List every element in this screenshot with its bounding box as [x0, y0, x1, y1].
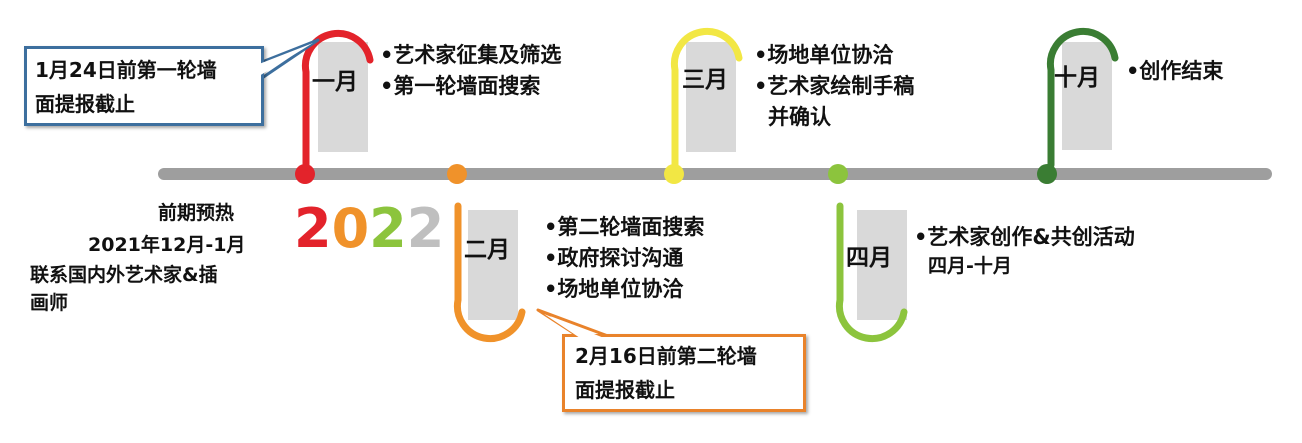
- month-arch-mar: [670, 27, 743, 169]
- preheat-desc-line1: 联系国内外艺术家&插: [30, 264, 218, 286]
- month-label-mar: 三月: [682, 67, 728, 93]
- timeline-bar: [158, 168, 1272, 180]
- timeline-dot-apr: [828, 164, 848, 184]
- month-arch-oct: [1046, 27, 1119, 169]
- month-tab-mar: [686, 42, 736, 152]
- month-tab-feb: [468, 210, 518, 320]
- callout-jan-line2: 面提报截止: [35, 92, 135, 116]
- month-items-oct: •创作结束: [1126, 56, 1223, 87]
- preheat-title: 前期预热: [158, 202, 235, 224]
- callout-jan-line1: 1月24日前第一轮墙: [35, 58, 217, 82]
- preheat-desc-line2: 画师: [30, 292, 69, 314]
- year-digit-3: 2: [369, 197, 407, 260]
- month-arch-jan: [301, 29, 374, 171]
- timeline-dot-mar: [664, 164, 684, 184]
- month-label-oct: 十月: [1054, 65, 1100, 91]
- callout-box-jan: 1月24日前第一轮墙 面提报截止: [24, 46, 264, 126]
- month-tab-apr: [857, 210, 907, 320]
- list-item: •艺术家绘制手稿: [754, 74, 915, 98]
- preheat-dates: 2021年12月-1月: [88, 234, 246, 256]
- list-item: •创作结束: [1126, 59, 1224, 83]
- month-label-jan: 一月: [312, 69, 358, 95]
- list-item: 并确认: [768, 105, 831, 129]
- month-label-apr: 四月: [846, 245, 892, 271]
- month-items-jan: •艺术家征集及筛选 •第一轮墙面搜索: [380, 40, 561, 102]
- month-tab-oct: [1062, 42, 1112, 150]
- month-tab-jan: [318, 42, 368, 152]
- list-item: •场地单位协洽: [754, 43, 894, 67]
- callout-feb-line2: 面提报截止: [575, 378, 675, 402]
- month-items-mar: •场地单位协洽 •艺术家绘制手稿 并确认: [754, 40, 914, 133]
- year-digit-2: 0: [331, 197, 370, 260]
- timeline-dot-feb: [447, 164, 467, 184]
- month-label-feb: 二月: [464, 237, 510, 263]
- list-item: 四月-十月: [928, 255, 1012, 277]
- month-arch-apr: [835, 202, 908, 343]
- month-items-feb: •第二轮墙面搜索 •政府探讨沟通 •场地单位协洽: [544, 212, 704, 305]
- callout-box-feb: 2月16日前第二轮墙 面提报截止: [562, 334, 806, 412]
- list-item: •第二轮墙面搜索: [544, 215, 705, 239]
- list-item: •艺术家创作&共创活动: [914, 225, 1135, 249]
- month-items-apr: •艺术家创作&共创活动 四月-十月: [914, 222, 1135, 279]
- timeline-dot-oct: [1037, 164, 1057, 184]
- year-digit-4: 2: [406, 197, 445, 260]
- list-item: •第一轮墙面搜索: [380, 74, 541, 98]
- list-item: •政府探讨沟通: [544, 246, 684, 270]
- year-label: 2022: [294, 197, 444, 260]
- list-item: •场地单位协洽: [544, 277, 684, 301]
- timeline-dot-jan: [295, 164, 315, 184]
- callout-feb-line1: 2月16日前第二轮墙: [575, 344, 757, 368]
- year-digit-1: 2: [294, 197, 332, 260]
- month-arch-feb: [453, 202, 526, 343]
- list-item: •艺术家征集及筛选: [380, 43, 562, 67]
